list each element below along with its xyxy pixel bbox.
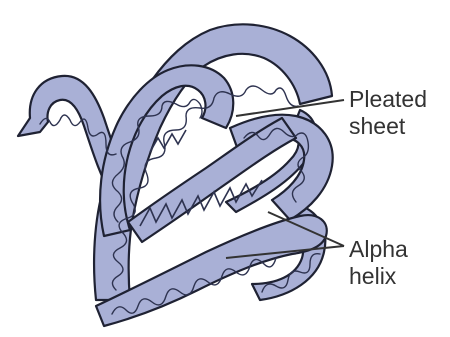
- pleated-sheet-label-line2: sheet: [349, 113, 427, 140]
- leader-pleated: [236, 100, 344, 116]
- alpha-helix-label-line2: helix: [349, 263, 408, 290]
- alpha-helix-label-line1: Alpha: [349, 236, 408, 263]
- alpha-helix-label: Alpha helix: [349, 236, 408, 290]
- pleated-sheet-label: Pleated sheet: [349, 86, 427, 140]
- pleated-sheet-label-line1: Pleated: [349, 86, 427, 113]
